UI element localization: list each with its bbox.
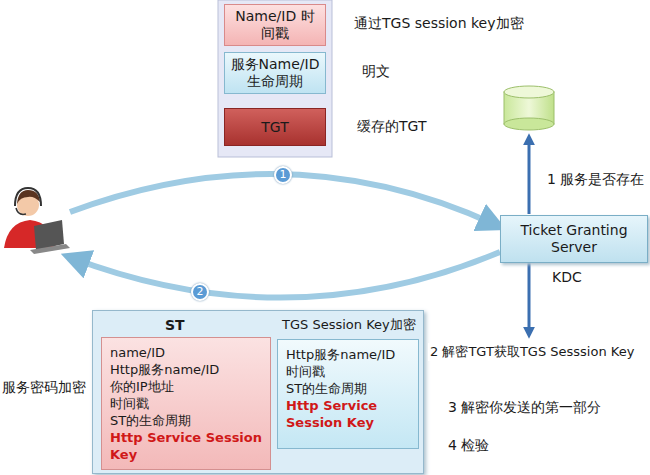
server-box: Ticket Granting Server bbox=[500, 215, 648, 263]
note: KDC bbox=[550, 268, 584, 286]
field-text: ST的生命周期 bbox=[286, 380, 410, 397]
field-text: ST的生命周期 bbox=[110, 412, 262, 429]
reply-arc bbox=[72, 252, 500, 298]
field-text: Name/ID 时间戳 bbox=[229, 8, 321, 42]
field-text: Http Service Session Key bbox=[286, 397, 410, 431]
field-text: name/ID bbox=[110, 344, 262, 361]
field-text: 时间戳 bbox=[110, 395, 262, 412]
callout-number: 2 bbox=[191, 283, 209, 301]
field-box: name/IDHttp服务name/ID你的IP地址时间戳ST的生命周期Http… bbox=[101, 337, 271, 470]
field-box: 服务Name/ID 生命周期 bbox=[224, 52, 326, 94]
field-text: 你的IP地址 bbox=[110, 378, 262, 395]
packet-panel bbox=[218, 0, 332, 157]
panel-heading: TGS Session Key加密 bbox=[282, 316, 416, 333]
field-text: 1 bbox=[276, 168, 290, 182]
field-text: 时间戳 bbox=[286, 363, 410, 380]
step-label: 2 解密TGT获取TGS Sesssion Key bbox=[428, 343, 636, 361]
step-label: 4 检验 bbox=[446, 436, 491, 454]
database-symbol bbox=[504, 86, 554, 130]
ticket-panel: STname/IDHttp服务name/ID你的IP地址时间戳ST的生命周期Ht… bbox=[92, 310, 424, 474]
check-arrow bbox=[528, 138, 531, 214]
note: 服务密码加密 bbox=[0, 378, 88, 396]
field-text: 2 bbox=[193, 285, 207, 299]
field-text: TGT bbox=[229, 118, 321, 136]
field-box: Name/ID 时间戳 bbox=[224, 4, 326, 46]
user-figure bbox=[4, 188, 70, 254]
field-text: Ticket Granting Server bbox=[507, 222, 641, 256]
callout-number: 1 bbox=[274, 166, 292, 184]
note: 明文 bbox=[360, 62, 392, 80]
field-text: Http服务name/ID bbox=[110, 361, 262, 378]
note: 通过TGS session key加密 bbox=[352, 14, 526, 32]
field-box: TGT bbox=[224, 108, 326, 146]
field-text: Http Service Session Key bbox=[110, 429, 262, 463]
note: 缓存的TGT bbox=[355, 117, 428, 135]
field-text: Http服务name/ID bbox=[286, 346, 410, 363]
step-label: 3 解密你发送的第一部分 bbox=[446, 398, 603, 416]
field-box: TGS Session Key加密Http服务name/ID时间戳ST的生命周期… bbox=[277, 339, 419, 449]
panel-title: ST bbox=[165, 317, 185, 333]
step-label: 1 服务是否存在 bbox=[545, 170, 650, 188]
process-arrow bbox=[528, 263, 531, 334]
field-text: 服务Name/ID 生命周期 bbox=[229, 56, 321, 90]
